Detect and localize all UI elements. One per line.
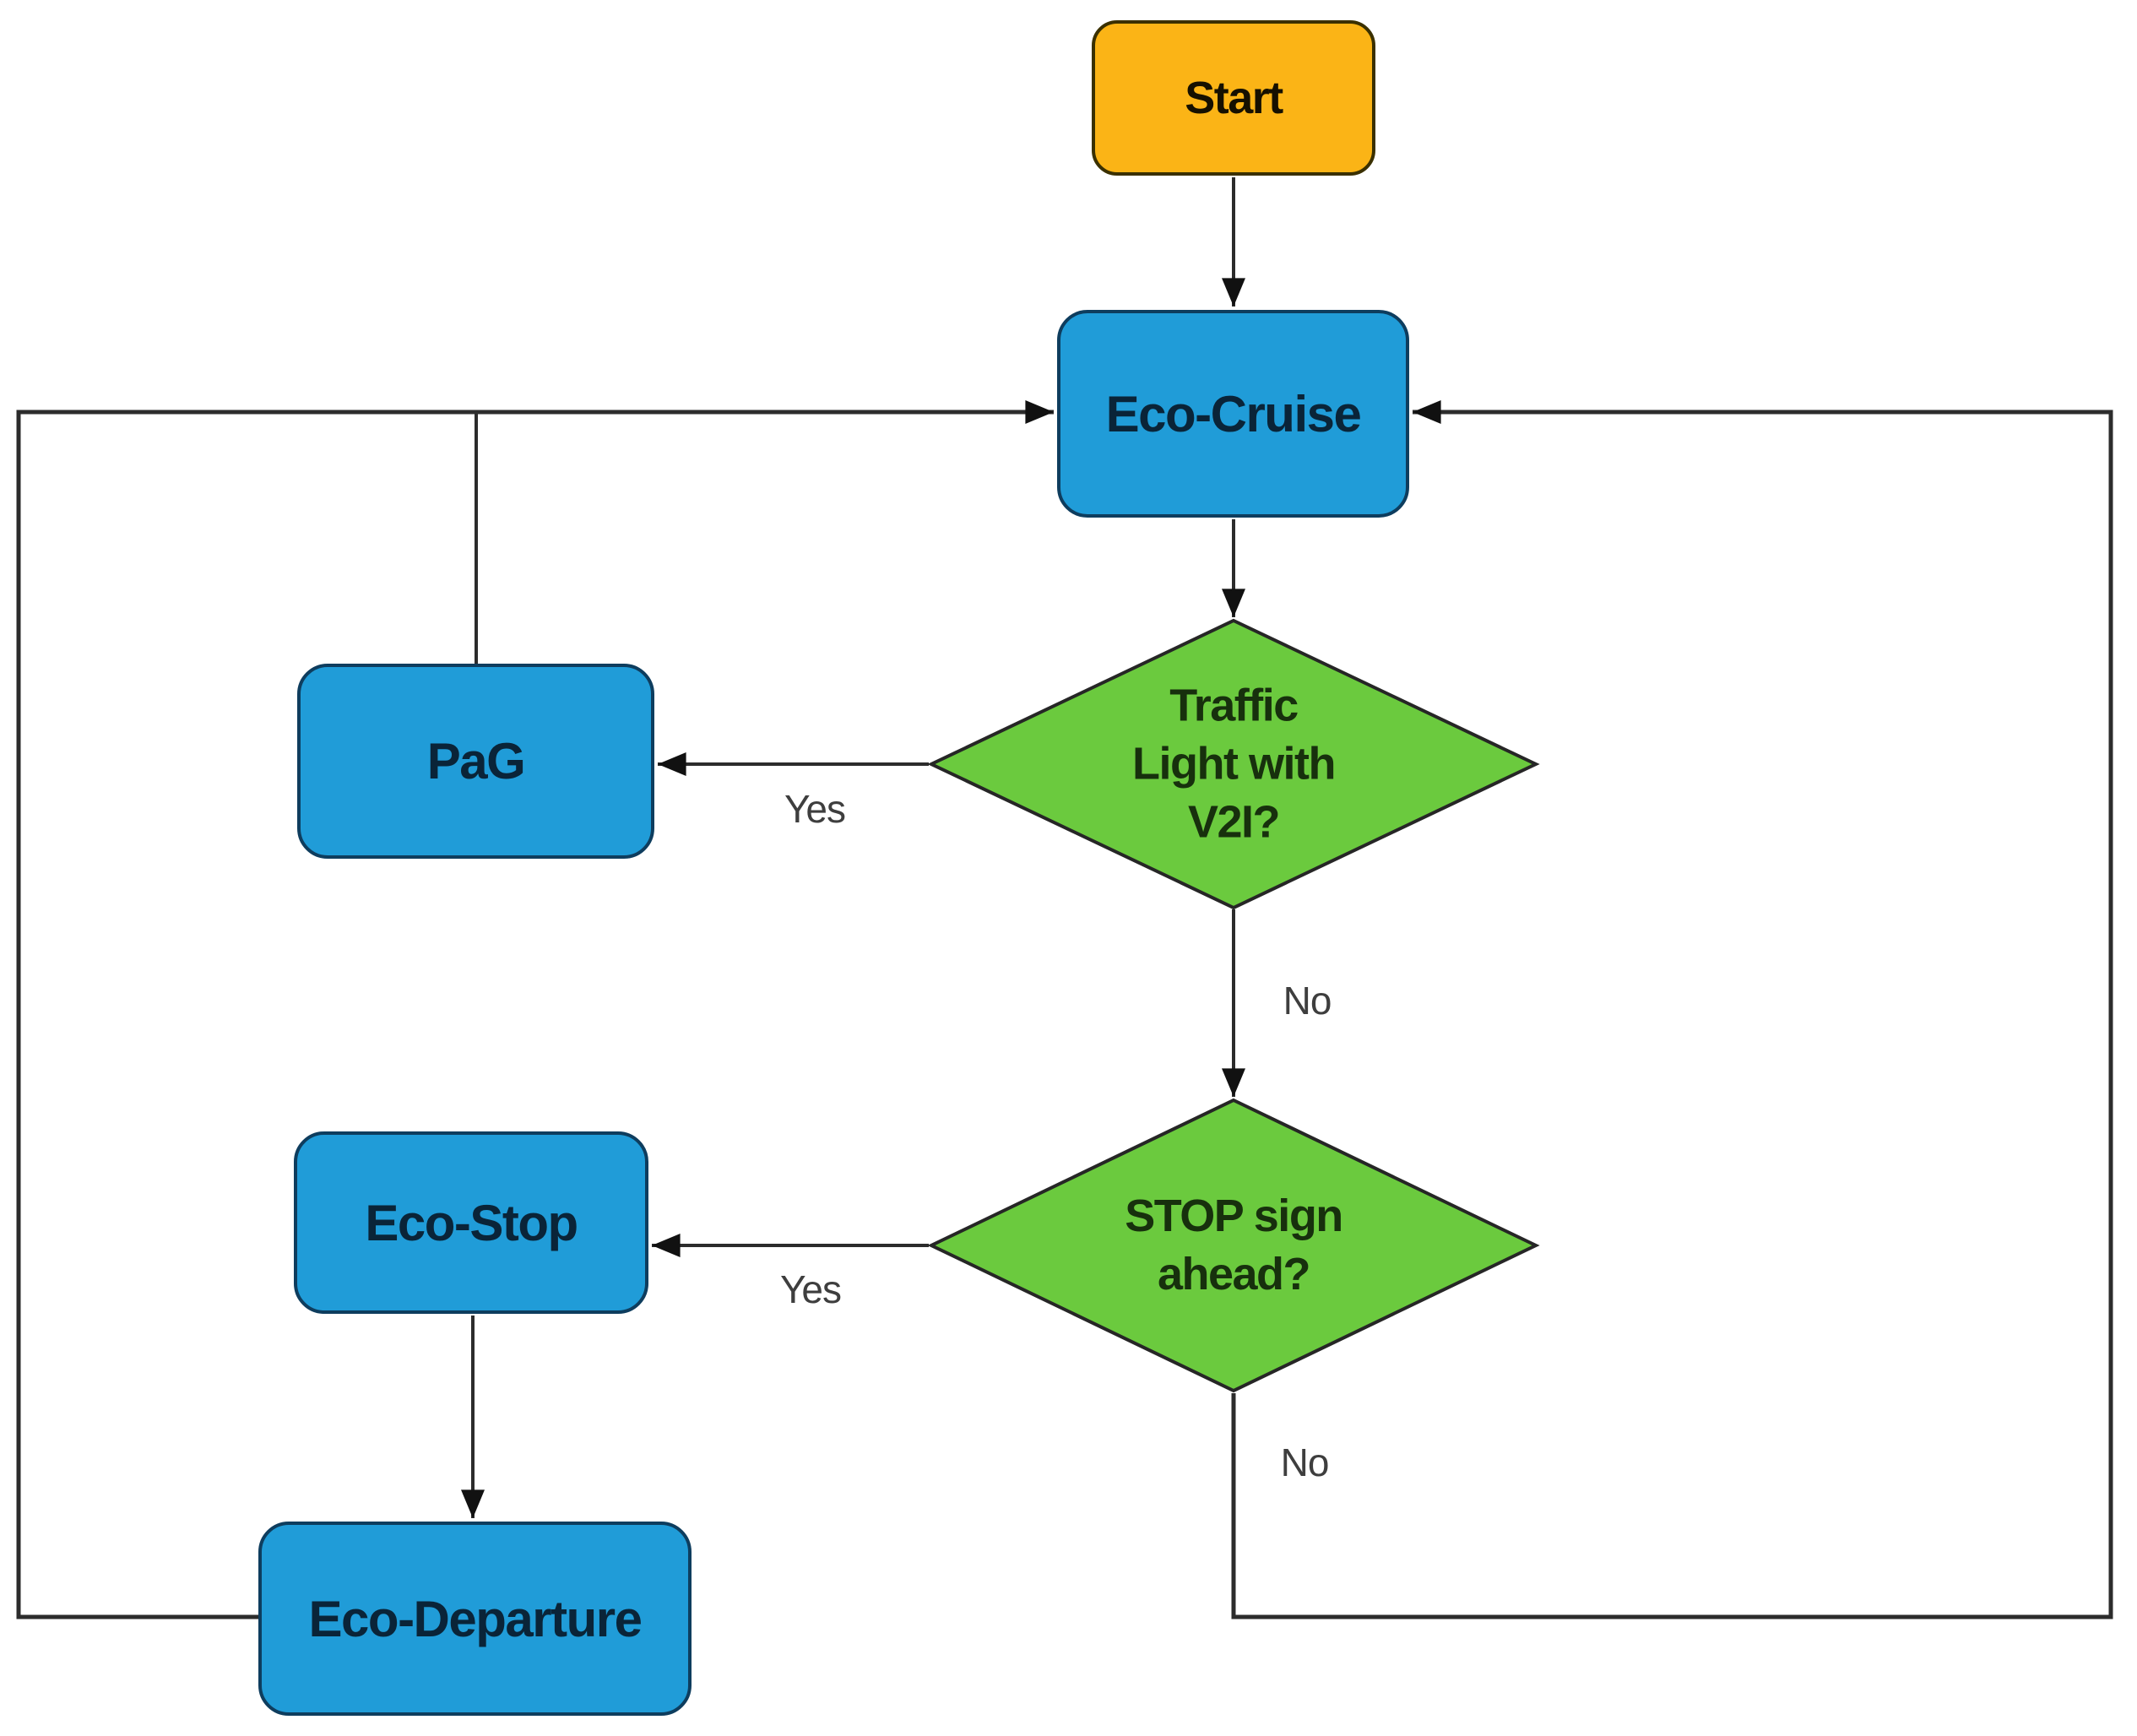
node-eco-departure-label: Eco-Departure — [308, 1590, 643, 1647]
node-eco-cruise-label: Eco-Cruise — [1105, 385, 1362, 442]
decision-stop-sign-label: STOP sign ahead? — [1125, 1190, 1343, 1299]
edge-label-no-traffic-light: No — [1283, 979, 1332, 1023]
node-start: Start — [1092, 20, 1375, 176]
decision-traffic-light-shape — [927, 618, 1540, 910]
edge-ecodeparture-loop-to-ecocruise — [16, 400, 1054, 1619]
edge-label-yes-traffic-light: Yes — [784, 787, 846, 831]
decision-traffic-light-label: Traffic Light with V2I? — [1132, 680, 1336, 848]
node-pag: PaG — [297, 664, 654, 859]
edge-stopsign-no-loop-to-ecocruise — [1231, 400, 2113, 1619]
node-start-label: Start — [1185, 73, 1283, 123]
node-eco-stop-label: Eco-Stop — [365, 1194, 578, 1251]
decision-stop-sign-shape — [927, 1098, 1540, 1393]
node-eco-cruise: Eco-Cruise — [1057, 310, 1409, 518]
node-eco-departure: Eco-Departure — [258, 1522, 692, 1716]
node-pag-label: PaG — [426, 733, 526, 789]
edge-label-yes-stop-sign: Yes — [779, 1267, 842, 1311]
edge-label-no-stop-sign: No — [1280, 1440, 1330, 1484]
node-eco-stop: Eco-Stop — [294, 1131, 648, 1314]
